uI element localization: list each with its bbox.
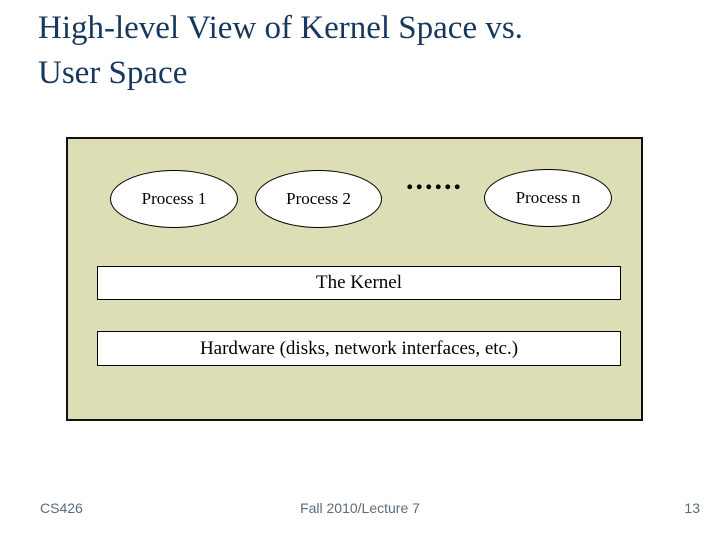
footer-lecture-info: Fall 2010/Lecture 7	[300, 500, 420, 516]
hardware-layer-bar: Hardware (disks, network interfaces, etc…	[97, 331, 621, 366]
kernel-layer-bar: The Kernel	[97, 266, 621, 300]
slide-title-line2: User Space	[38, 55, 188, 91]
footer-course: CS426	[40, 500, 83, 516]
process-1-ellipse: Process 1	[110, 170, 238, 228]
process-2-ellipse: Process 2	[255, 170, 382, 228]
kernel-label: The Kernel	[316, 272, 402, 293]
process-2-label: Process 2	[286, 189, 351, 208]
process-n-ellipse: Process n	[484, 169, 612, 227]
process-n-label: Process n	[515, 188, 581, 207]
hardware-label: Hardware (disks, network interfaces, etc…	[199, 337, 519, 359]
slide-title-line1: High-level View of Kernel Space vs.	[38, 10, 523, 46]
ellipsis-dots: ......	[406, 163, 463, 196]
footer-page-number: 13	[684, 500, 700, 516]
process-1-label: Process 1	[141, 189, 207, 208]
slide-title: High-level View of Kernel Space vs. User…	[38, 6, 658, 96]
kernel-space-diagram: Process 1 Process 2 ...... Process n The…	[66, 137, 643, 421]
